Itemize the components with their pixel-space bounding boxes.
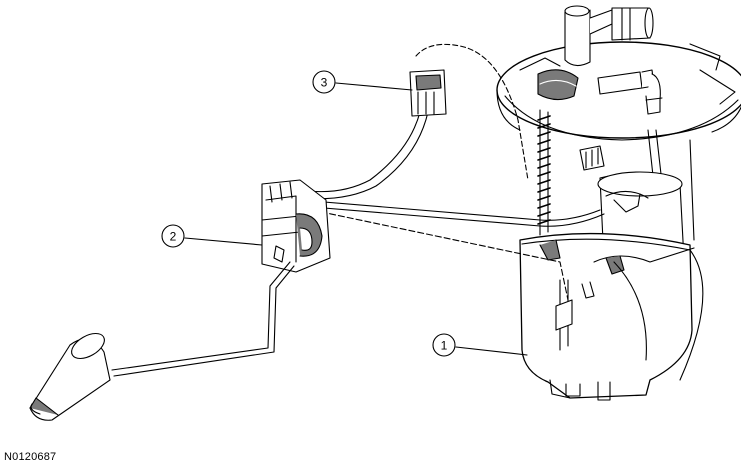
fuel-pump-reservoir (519, 232, 704, 401)
callout-1: 1 (432, 333, 456, 357)
leader-line-3 (335, 82, 413, 91)
flange-connector (537, 69, 579, 101)
fuel-level-sender (261, 179, 331, 273)
callout-2: 2 (161, 224, 185, 248)
wiring-harness (299, 43, 605, 301)
leader-line-2 (184, 237, 263, 246)
callout-3: 3 (312, 70, 336, 94)
figure-id: N0120687 (4, 451, 57, 463)
vent-tube (597, 69, 663, 115)
float-arm (111, 261, 295, 377)
callout-2-label: 2 (170, 230, 177, 244)
callout-1-label: 1 (441, 339, 448, 353)
guide-rod-spring (537, 109, 551, 236)
callout-3-label: 3 (321, 76, 328, 90)
guide-rod-far (689, 139, 695, 241)
leader-line-1 (455, 346, 528, 356)
outlet-tube (564, 5, 654, 67)
electrical-connector-3 (409, 69, 447, 117)
fuel-level-float (29, 332, 111, 421)
